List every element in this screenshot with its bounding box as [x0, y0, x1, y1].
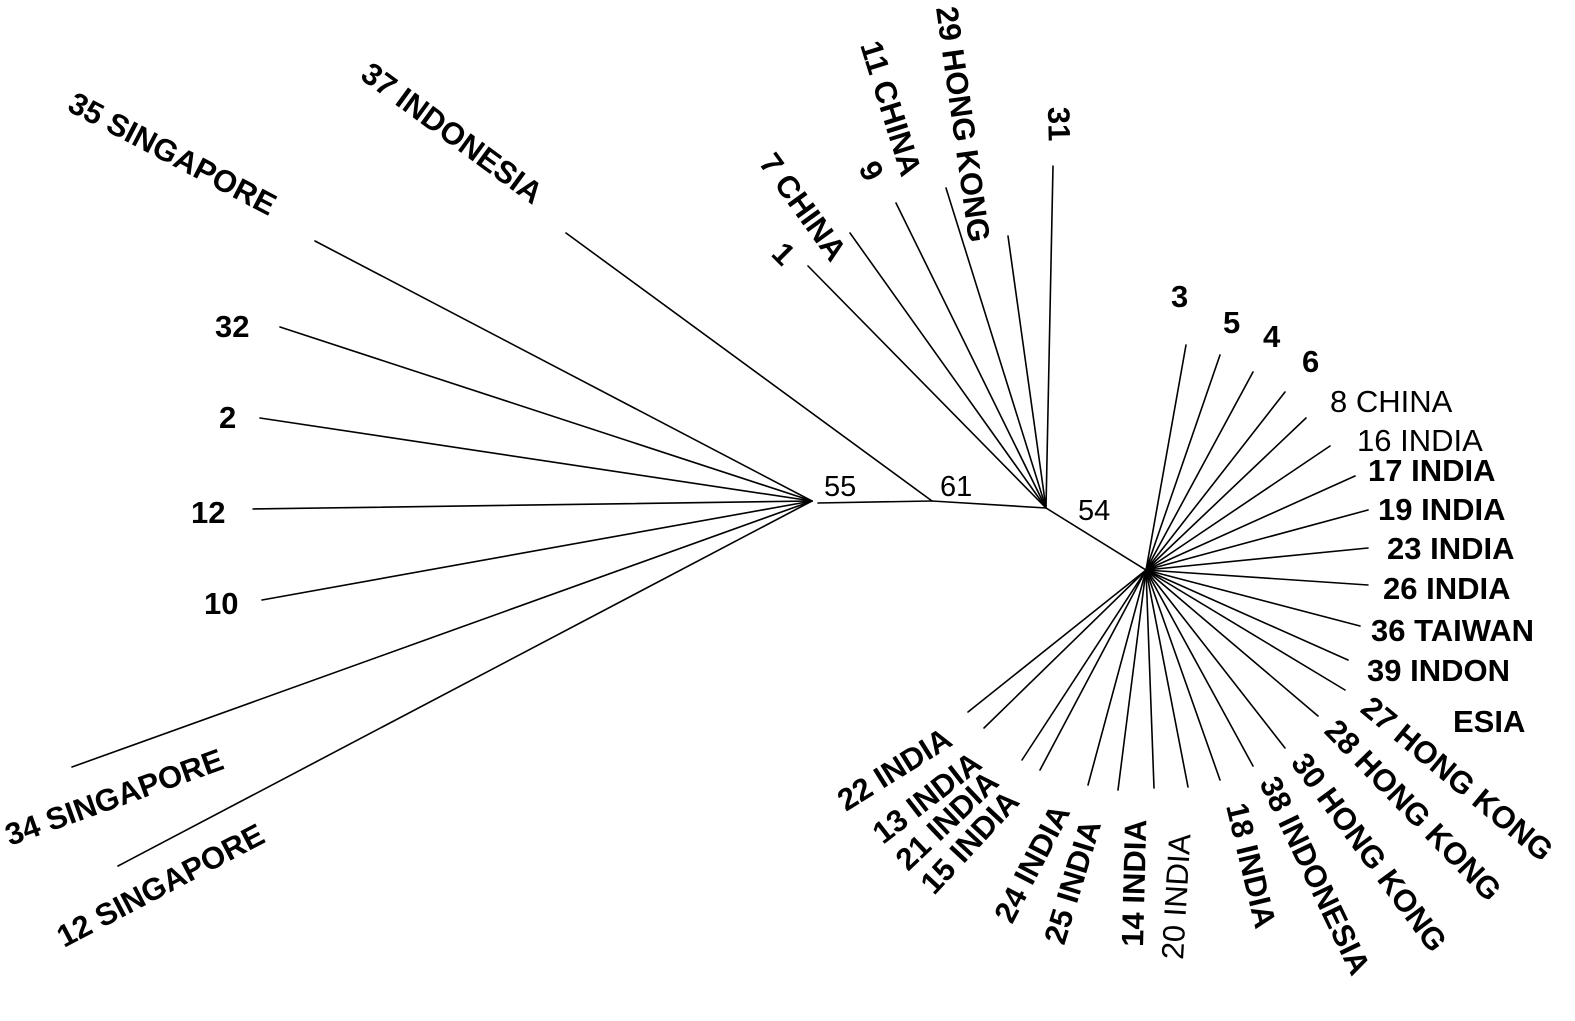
branch-26-india [1145, 569, 1369, 586]
branch-14-india [1145, 569, 1155, 789]
branch-13-india [983, 569, 1147, 729]
leaf-label-34-singapore: 34 SINGAPORE [1, 742, 228, 853]
leaf-label-3: 3 [1171, 279, 1188, 314]
branch-2 [259, 417, 813, 502]
leaf-label-35-singapore: 35 SINGAPORE [63, 85, 282, 222]
leaf-label-39-indonesia-cont: ESIA [1453, 704, 1525, 739]
branch-17-india [1145, 475, 1356, 571]
branch-25-india [1117, 569, 1147, 791]
leaf-label-29-hong-kong: 29 HONG KONG [929, 4, 997, 244]
leaf-label-17-india: 17 INDIA [1368, 453, 1495, 488]
branch-9 [895, 202, 1047, 509]
leaf-label-26-india: 26 INDIA [1383, 571, 1510, 606]
leaf-label-12-singapore: 12 SINGAPORE [51, 817, 270, 954]
branch-36-taiwan [1145, 569, 1361, 627]
branch-29-hong-kong [1007, 235, 1047, 509]
leaf-label-19-india: 19 INDIA [1378, 492, 1505, 527]
branch-18-india [1145, 569, 1221, 781]
branch-5 [1145, 354, 1221, 571]
leaf-label-36-taiwan: 36 TAIWAN [1371, 613, 1534, 648]
support-value-c: 54 [1078, 495, 1110, 527]
branch-23-india [1145, 547, 1369, 571]
leaf-label-8-china: 8 CHINA [1330, 384, 1453, 419]
leaf-label-11-china: 11 CHINA [853, 37, 928, 181]
leaf-label-31: 31 [1041, 106, 1077, 141]
branch-16-india [1145, 445, 1331, 571]
leaf-label-14-india: 14 INDIA [1115, 819, 1153, 947]
leaf-label-39-indonesia: 39 INDON [1367, 653, 1510, 688]
leaf-label-23-india: 23 INDIA [1387, 531, 1514, 566]
branch-11-china [945, 187, 1047, 509]
branch-30-hong-kong [1145, 569, 1286, 749]
leaf-labels: 35 SINGAPORE 37 INDONESIA 1 7 CHINA 9 11… [1, 4, 1560, 980]
branch-20-india [1145, 569, 1189, 788]
branch-38-indonesia [1145, 569, 1254, 767]
branch-34-singapore [71, 500, 813, 768]
branch-internal-c-d [1045, 507, 1147, 571]
branch-internal-b-c [931, 500, 1047, 509]
branch-1 [807, 265, 1047, 509]
branch-12 [252, 500, 813, 510]
branch-4 [1145, 371, 1254, 571]
leaf-label-1: 1 [765, 235, 802, 272]
leaf-label-2: 2 [219, 400, 236, 435]
branch-32 [279, 326, 813, 502]
leaf-label-32: 32 [215, 309, 249, 344]
branch-19-india [1145, 509, 1369, 571]
branch-internal-b-37 [565, 232, 933, 502]
leaf-label-9: 9 [852, 155, 891, 186]
branch-7-china [849, 232, 1047, 509]
branch-6 [1145, 391, 1286, 571]
branch-8-china [1145, 417, 1307, 571]
support-value-a: 55 [824, 471, 856, 503]
leaf-label-5: 5 [1223, 305, 1240, 340]
leaf-label-6: 6 [1302, 344, 1319, 379]
branch-internal-a-b [817, 500, 933, 504]
support-values: 55 61 54 [824, 471, 1110, 527]
tree-branches [71, 165, 1369, 867]
leaf-label-7-china: 7 CHINA [752, 147, 853, 268]
branch-24-india [1087, 569, 1147, 786]
branch-3 [1145, 344, 1187, 571]
branch-39-indonesia [1145, 569, 1349, 661]
leaf-label-20-india: 20 INDIA [1155, 832, 1197, 960]
leaf-label-10: 10 [204, 586, 238, 621]
leaf-label-4: 4 [1263, 319, 1281, 354]
branch-12-singapore [117, 500, 813, 867]
branch-35-singapore [314, 240, 813, 502]
branch-22-india [967, 569, 1147, 713]
branch-28-hong-kong [1145, 569, 1319, 717]
branch-27-hong-kong [1145, 569, 1346, 691]
leaf-label-16-india: 16 INDIA [1357, 423, 1483, 458]
branch-21-india [1021, 569, 1147, 761]
branch-31 [1045, 165, 1054, 509]
branch-10 [261, 500, 813, 601]
branch-15-india [1039, 569, 1147, 771]
leaf-label-12: 12 [191, 495, 225, 530]
support-value-b: 61 [940, 471, 972, 503]
leaf-label-37-indonesia: 37 INDONESIA [355, 55, 549, 210]
